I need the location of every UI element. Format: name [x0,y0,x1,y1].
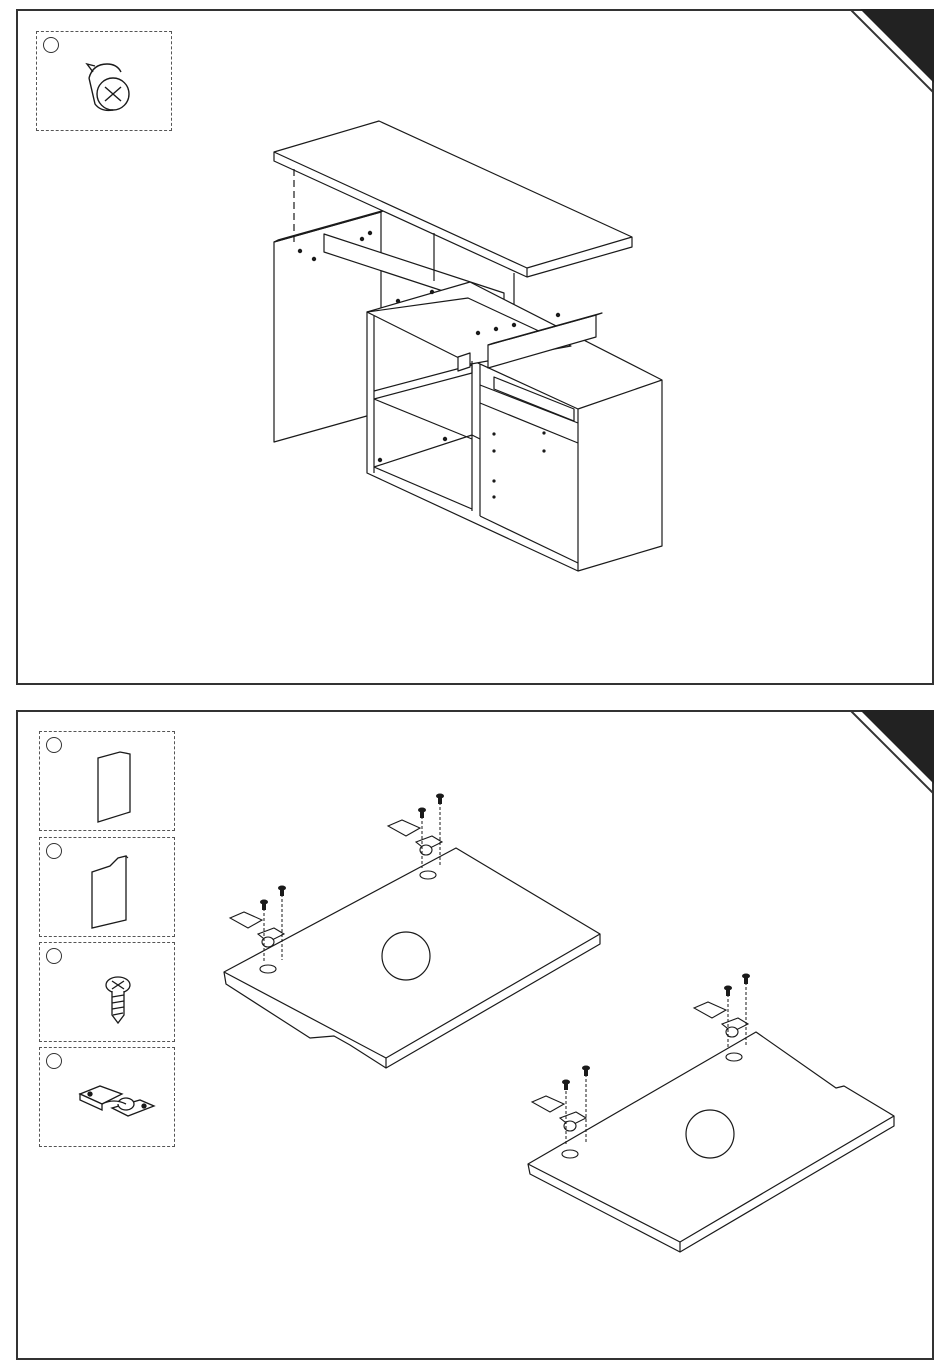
desk-assembly-illustration [18,11,936,687]
assembly-step-2-panel [16,710,934,1360]
doors-with-hinges-illustration [18,712,936,1362]
assembly-step-1-panel [16,9,934,685]
